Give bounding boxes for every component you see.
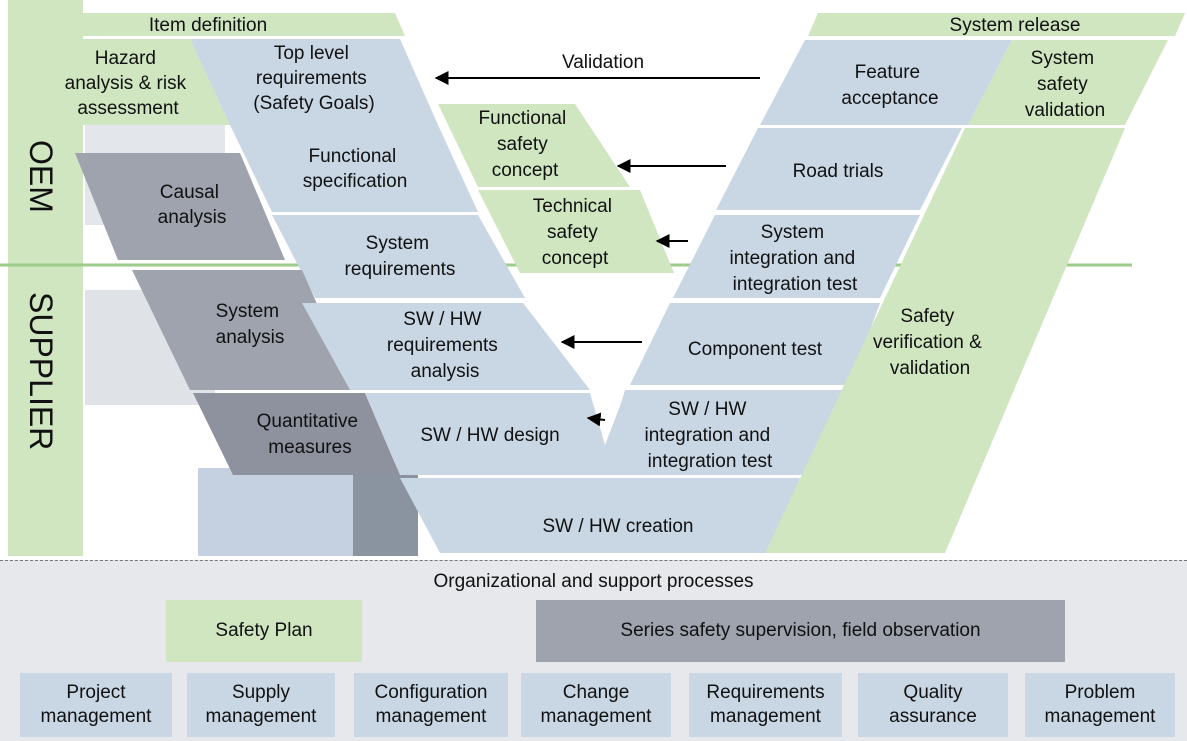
- swhw-integration-box: [600, 390, 845, 475]
- swhw-creation-box: [400, 478, 800, 553]
- oem-label: OEM: [23, 140, 59, 213]
- support-title: Organizational and support processes: [433, 571, 754, 592]
- road-trials-label: Road trials: [793, 161, 884, 182]
- system-analysis-label: System analysis: [216, 301, 285, 348]
- system-release-bar: [808, 13, 1185, 36]
- safety-vv-label: Safety verification & validation: [873, 306, 987, 379]
- feature-acceptance-label: Feature acceptance: [841, 62, 938, 109]
- item-definition-label: Item definition: [149, 15, 267, 36]
- v-model-diagram: OEM SUPPLIER Item definition System rele…: [0, 0, 1185, 556]
- swhw-integration-arrow: [586, 412, 606, 427]
- system-integration-label: System integration and integration test: [730, 222, 861, 295]
- causal-box: [75, 153, 285, 260]
- swhw-design-label: SW / HW design: [420, 425, 559, 446]
- series-safety-box: Series safety supervision, field observa…: [536, 600, 1065, 662]
- quantitative-box: [193, 393, 400, 475]
- system-release-label: System release: [950, 15, 1081, 36]
- validation-label: Validation: [562, 52, 644, 73]
- supplier-label: SUPPLIER: [23, 292, 59, 450]
- system-analysis-box: [132, 270, 355, 390]
- functional-spec-label: Functional specification: [303, 146, 408, 192]
- functional-safety-box: [438, 104, 630, 187]
- technical-safety-label: Technical safety concept: [533, 196, 618, 269]
- safety-plan-box: Safety Plan: [166, 600, 362, 662]
- system-safety-validation-box: [968, 40, 1168, 125]
- system-safety-validation-label: System safety validation: [1025, 48, 1105, 121]
- circuit-image: [198, 468, 353, 556]
- series-safety-label: Series safety supervision, field observa…: [620, 620, 981, 642]
- swhw-creation-label: SW / HW creation: [543, 516, 694, 537]
- hazard-label: Hazard analysis & risk assessment: [65, 48, 192, 119]
- swhw-integration-label: SW / HW integration and integration test: [645, 399, 776, 472]
- functional-safety-label: Functional safety concept: [479, 108, 572, 181]
- quantitative-label: Quantitative measures: [257, 411, 364, 458]
- item-definition-bar: [10, 13, 405, 36]
- component-test-label: Component test: [688, 339, 823, 360]
- causal-label: Causal analysis: [158, 182, 227, 228]
- top-level-box: [190, 39, 438, 125]
- functional-spec-box: [230, 125, 478, 212]
- swhw-requirements-label: SW / HW requirements analysis: [387, 309, 503, 382]
- swhw-design-box: [365, 393, 632, 475]
- technical-safety-box: [478, 190, 674, 273]
- road-trials-box: [716, 128, 962, 210]
- hazard-box: [18, 39, 230, 125]
- feature-acceptance-box: [760, 40, 1012, 125]
- component-test-box: [630, 303, 880, 385]
- system-requirements-box: [272, 215, 525, 298]
- safety-vv-box: [765, 128, 1125, 553]
- system-requirements-label: System requirements: [345, 233, 456, 280]
- swhw-requirements-box: [302, 303, 590, 390]
- support-processes-panel: Organizational and support processes Saf…: [0, 560, 1187, 741]
- top-level-label: Top level requirements (Safety Goals): [253, 43, 374, 114]
- safety-plan-label: Safety Plan: [215, 620, 313, 642]
- system-integration-box: [673, 215, 920, 298]
